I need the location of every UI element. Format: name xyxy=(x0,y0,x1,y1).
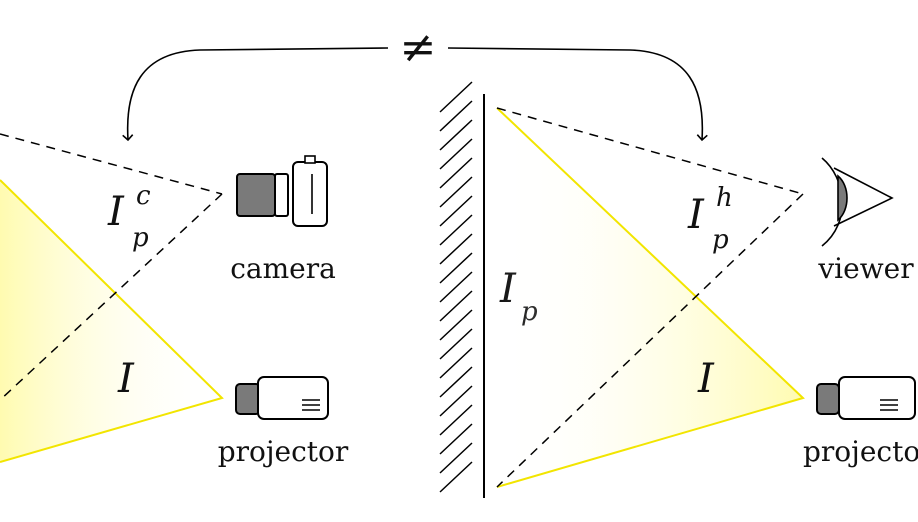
hatch-line xyxy=(439,100,473,132)
viewer-label: viewer xyxy=(817,252,914,285)
left-camera-ray-bottom xyxy=(0,193,223,401)
hatch-line xyxy=(439,252,473,284)
comparison-arrow: ≠ xyxy=(122,22,708,142)
right-projector-icon xyxy=(816,376,916,420)
hatch-line xyxy=(439,157,473,189)
hatch-line xyxy=(439,404,473,436)
projection-surface xyxy=(439,81,485,498)
hatch-line xyxy=(439,309,473,341)
right-light-cone xyxy=(497,108,803,487)
hatch-line xyxy=(439,290,473,322)
svg-text:p: p xyxy=(712,225,729,255)
hatch-line xyxy=(439,214,473,246)
svg-text:c: c xyxy=(136,181,151,211)
hatch-line xyxy=(439,233,473,265)
hatch-line xyxy=(439,423,473,455)
right-light-cone-edge xyxy=(496,107,805,488)
hatch-line xyxy=(439,81,473,113)
camera-icon xyxy=(236,155,328,227)
comparison-arrow-left xyxy=(122,47,389,142)
left-light-cone-edge xyxy=(0,179,224,463)
hatch-line xyxy=(439,138,473,170)
hatch-line xyxy=(439,461,473,493)
surface-hatching xyxy=(439,81,473,493)
left-projector-icon xyxy=(235,376,329,420)
svg-text:I: I xyxy=(107,189,125,235)
hatch-line xyxy=(439,328,473,360)
left-projected-image-label: I xyxy=(117,356,135,402)
hatch-line xyxy=(439,271,473,303)
camera-label: camera xyxy=(230,252,336,285)
left-projector-label: projector xyxy=(218,435,349,468)
hatch-line xyxy=(439,195,473,227)
captured-image-label: I c p xyxy=(107,181,151,253)
perceived-image-label: I h p xyxy=(687,183,733,255)
right-projected-image-label: I xyxy=(697,356,715,402)
right-panel: I h p I viewer projector xyxy=(496,107,918,488)
left-panel: I c p I camera projector xyxy=(0,133,349,468)
eye-icon xyxy=(821,157,894,247)
right-viewer-ray-top xyxy=(496,107,804,195)
hatch-line xyxy=(439,347,473,379)
hatch-line xyxy=(439,385,473,417)
svg-text:I: I xyxy=(687,192,705,238)
comparison-arrow-right xyxy=(447,47,708,142)
not-equal-symbol: ≠ xyxy=(400,22,437,73)
right-projector-label: projector xyxy=(803,435,918,468)
hatch-line xyxy=(439,176,473,208)
svg-text:p: p xyxy=(132,223,149,253)
right-viewer-ray-bottom xyxy=(496,193,804,488)
hatch-line xyxy=(439,366,473,398)
left-camera-ray-top xyxy=(0,133,223,195)
svg-text:h: h xyxy=(716,183,733,213)
left-light-cone xyxy=(0,180,222,462)
hatch-line xyxy=(439,442,473,474)
hatch-line xyxy=(439,119,473,151)
